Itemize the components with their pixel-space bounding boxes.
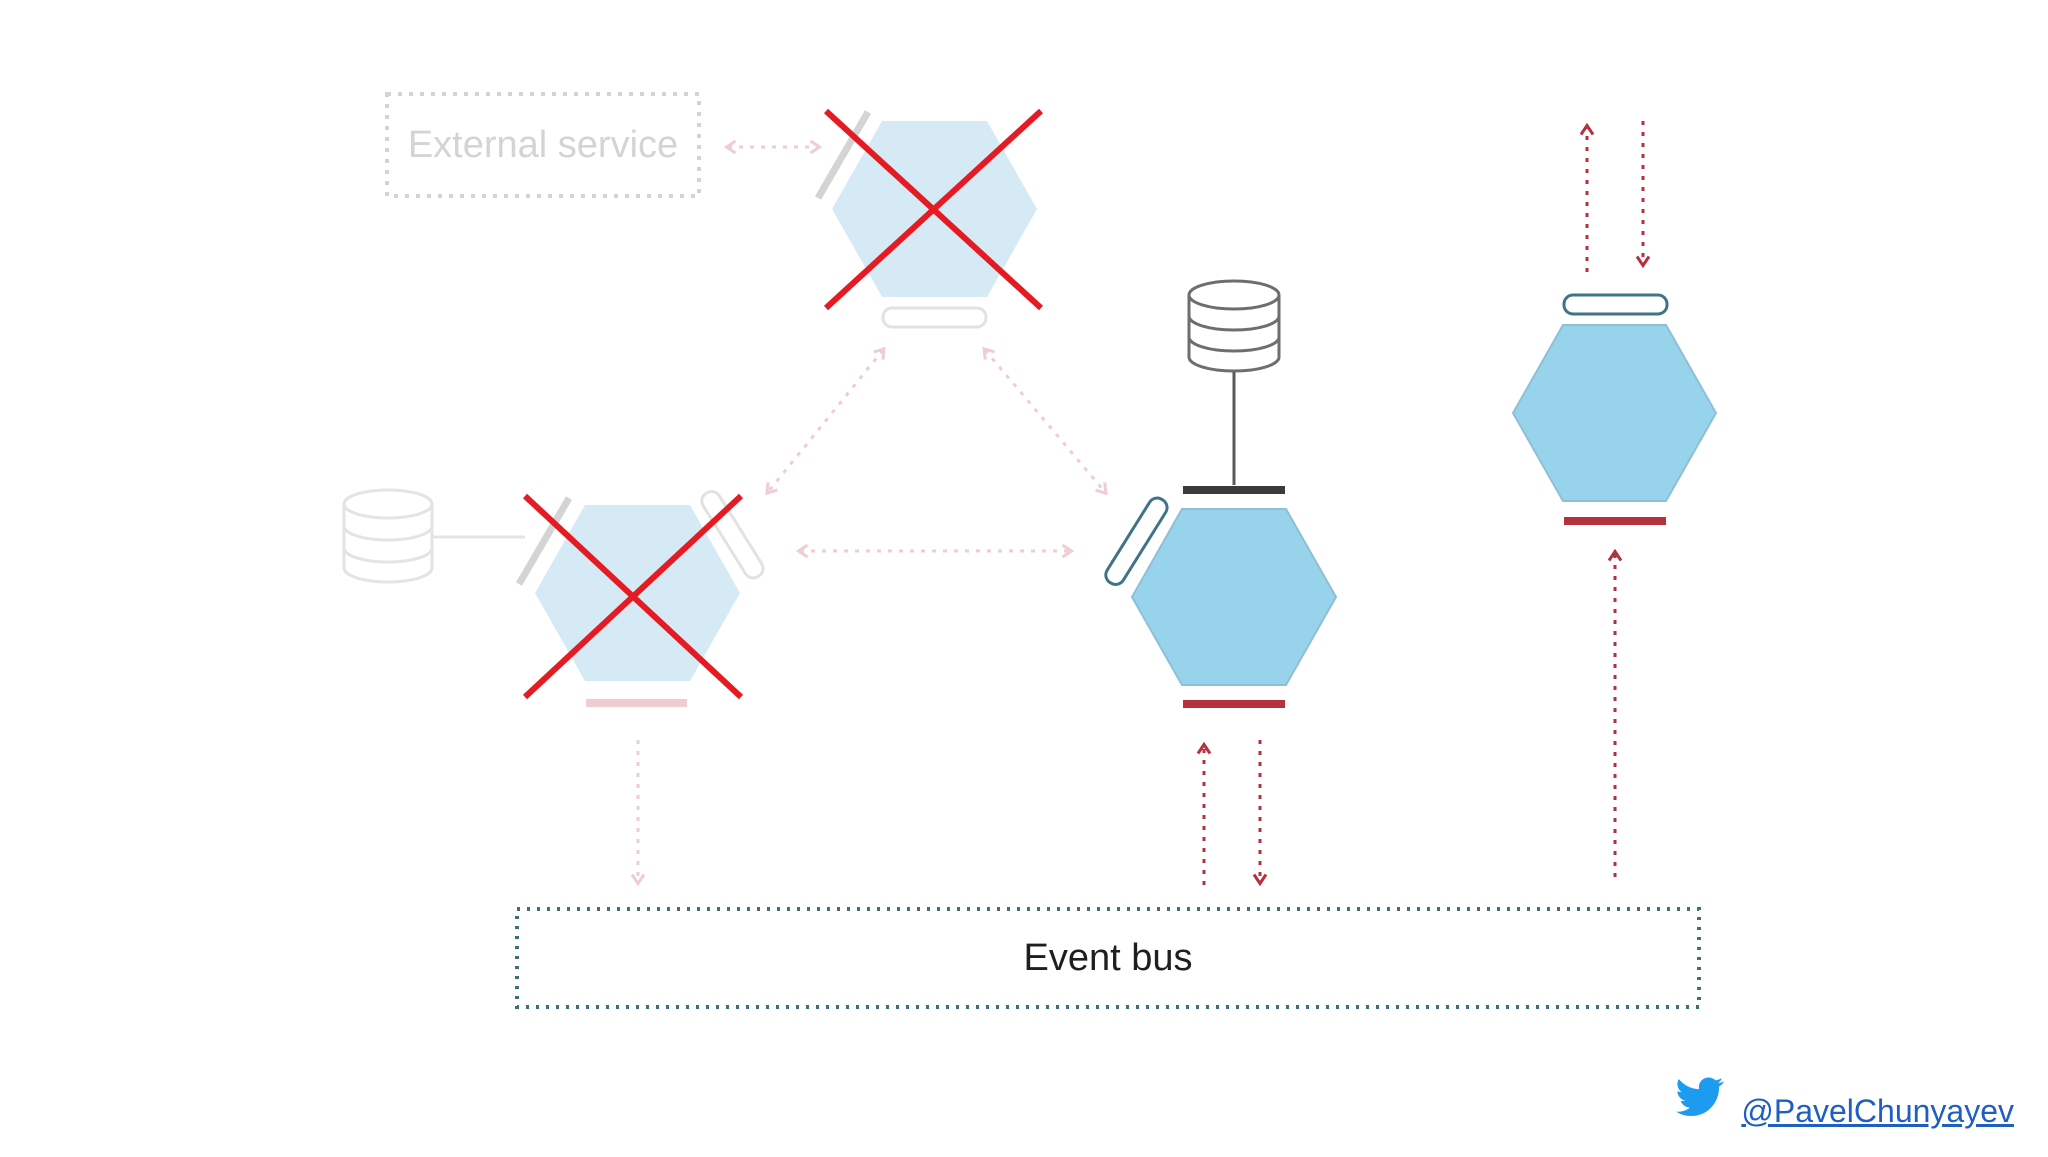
service-right-port-top [1562,293,1669,316]
service-left-crossed [342,488,765,707]
database-icon-middle [1187,279,1281,373]
external-service-label: External service [407,123,679,166]
service-top-port-left [814,110,872,200]
twitter-bird-icon [1676,1077,1724,1116]
external-service-box [385,92,701,198]
service-right-hexagon [1511,324,1718,502]
service-middle-port-left [1104,496,1169,586]
link-top-to-left [765,346,886,496]
service-right [1511,121,1718,877]
service-middle [1104,279,1338,887]
service-left-port-left [515,496,573,586]
service-middle-hexagon [1130,508,1338,686]
event-bus-box [515,907,1701,1009]
event-bus-label: Event bus [1023,936,1193,979]
link-top-to-right [982,346,1108,496]
service-left-port-right [700,490,765,580]
service-top-crossed [814,108,1044,329]
service-top-port-bottom [881,306,988,329]
cross-icon-stroke [823,108,1044,311]
database-icon-left [342,488,434,584]
cross-icon-stroke [522,493,744,700]
attribution: @PavelChunyayev [1741,1093,2014,1130]
twitter-handle-link[interactable]: @PavelChunyayev [1741,1093,2014,1129]
